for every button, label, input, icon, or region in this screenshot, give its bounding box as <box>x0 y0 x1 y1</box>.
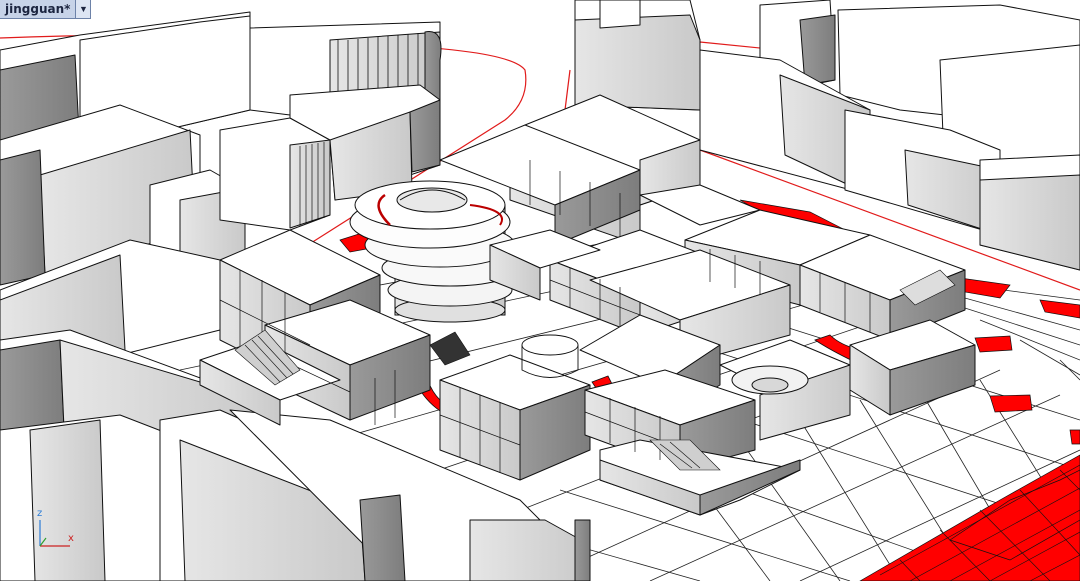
axis-lines <box>39 520 70 547</box>
world-axis-gizmo: z x <box>26 508 86 558</box>
spiral-tower <box>349 180 519 323</box>
exterior-stairs <box>234 269 956 471</box>
axis-z-label: z <box>37 508 43 519</box>
red-paving <box>339 199 1080 581</box>
surrounding-buildings-right <box>574 0 1080 271</box>
central-complex <box>199 94 976 516</box>
chevron-down-icon[interactable]: ▼ <box>75 0 91 18</box>
surrounding-buildings-left <box>0 11 591 581</box>
viewport-title[interactable]: jingguan* <box>5 2 71 16</box>
rotunda <box>521 334 579 378</box>
red-paving-grid <box>879 464 1080 581</box>
axis-x-label: x <box>68 533 74 544</box>
viewport-title-tab[interactable]: jingguan* ▼ <box>0 0 92 19</box>
facade-mullions <box>219 160 871 473</box>
